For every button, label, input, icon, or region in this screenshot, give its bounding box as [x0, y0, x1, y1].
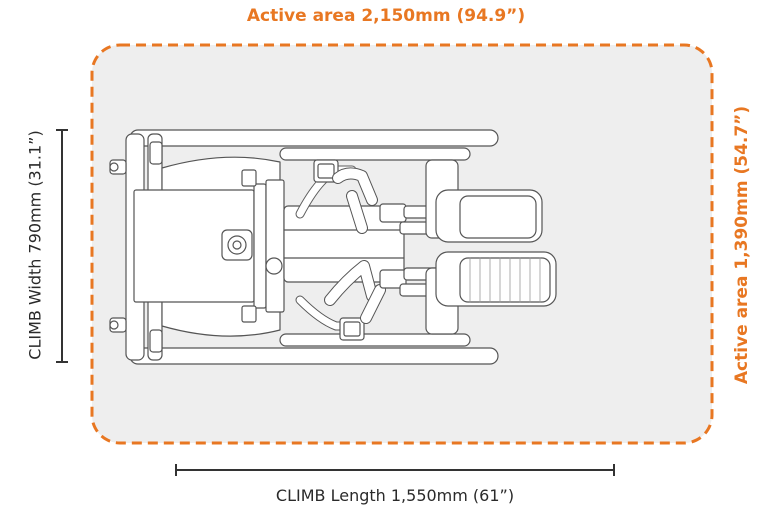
climb-width-label: CLIMB Width 790mm (31.1”) — [25, 130, 45, 360]
frame-rail-bottom-inner — [279, 333, 471, 347]
width-dimension-line — [56, 129, 68, 363]
frame-rail-bottom — [129, 347, 499, 365]
climb-length-label: CLIMB Length 1,550mm (61”) — [275, 486, 515, 505]
frame-rail-top-inner — [279, 147, 471, 161]
length-dimension-line — [175, 464, 615, 476]
frame-rail-top — [129, 129, 499, 147]
active-area-width-label: Active area 1,390mm (54.7”) — [732, 105, 752, 385]
active-area-length-label: Active area 2,150mm (94.9”) — [246, 6, 526, 26]
climb-machine-drawing — [109, 129, 557, 365]
